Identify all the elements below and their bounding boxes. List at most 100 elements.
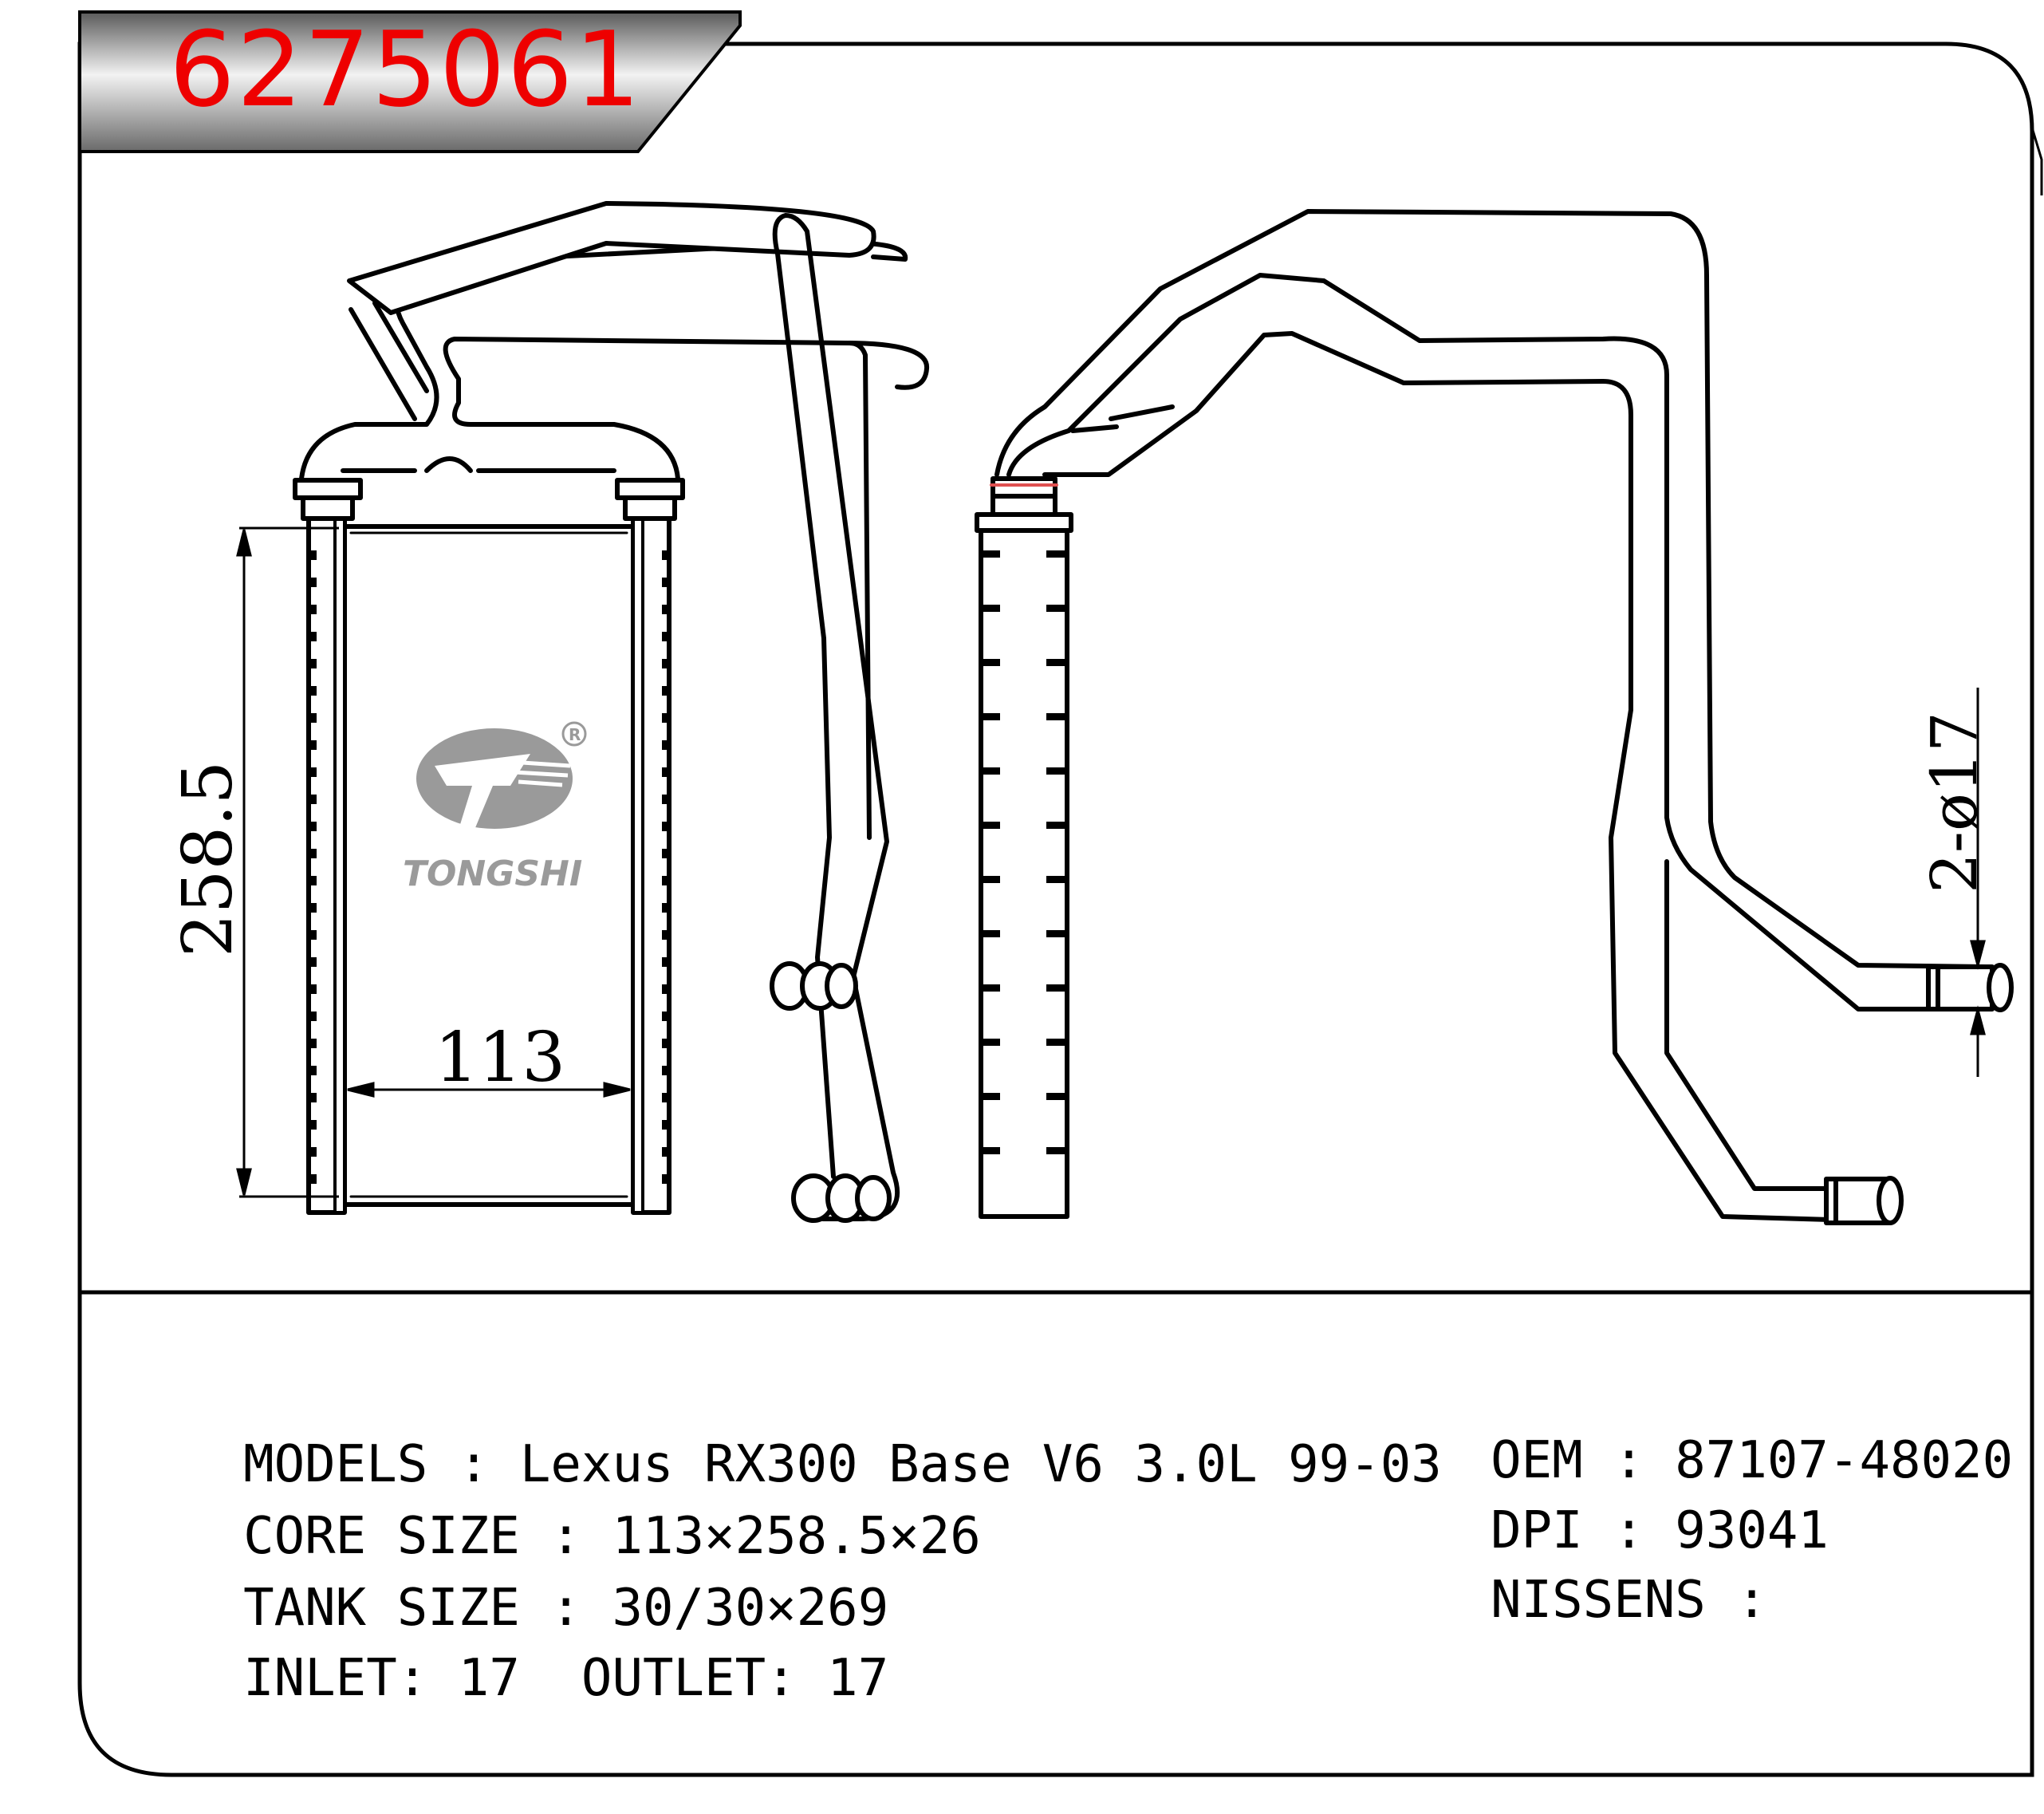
tank-notch — [310, 767, 317, 777]
dpi-label: DPI — [1491, 1501, 1583, 1560]
side-pipe — [772, 213, 900, 1221]
side-pipe-inner — [1042, 331, 1869, 1223]
oem-value: 87107-48020 — [1675, 1431, 2014, 1490]
spec-dpi: DPI : 93041 — [1429, 1454, 1829, 1556]
front-crossover-bar — [347, 201, 876, 315]
tank-notch — [310, 903, 317, 913]
tube-diameter-label: 2-ø17 — [1917, 712, 1991, 893]
registered-mark-icon — [561, 721, 587, 747]
side-tank-notch — [983, 767, 1000, 775]
side-tank-notch — [983, 876, 1000, 883]
header-bar — [78, 10, 742, 153]
side-tank-notch — [983, 930, 1000, 937]
side-pipe-middle — [1006, 273, 1988, 1012]
side-tank-notch — [983, 1147, 1000, 1154]
tank-notch — [310, 605, 317, 614]
tank-notch — [662, 957, 668, 967]
side-tank-notch — [983, 659, 1000, 666]
heater-core-front-view — [293, 201, 930, 1223]
tank-notch — [310, 930, 317, 940]
tank-notch — [662, 632, 668, 641]
svg-text:R: R — [569, 725, 581, 744]
tank-notch — [310, 1066, 317, 1075]
tank-notch — [310, 849, 317, 858]
spec-inlet-outlet: INLET: 17 OUTLET: 17 — [182, 1602, 888, 1704]
spec-nissens: NISSENS : — [1429, 1524, 1798, 1626]
tank-notch — [310, 713, 317, 723]
spec-tank-size: TANK SIZE : 30/30×269 — [182, 1532, 888, 1634]
heater-core-side-view — [975, 209, 2014, 1225]
tank-notch — [310, 1174, 317, 1184]
tube-diameter-dimension — [1970, 688, 1986, 1077]
part-number: 6275061 — [169, 9, 642, 130]
spec-models: MODELS : Lexus RX300 Base V6 3.0L 99-03 — [182, 1388, 1442, 1490]
inlet-label: INLET — [243, 1649, 397, 1708]
height-dimension-label: 258.5 — [168, 761, 248, 957]
tank-notch — [662, 767, 668, 777]
tank-notch — [662, 605, 668, 614]
front-pipe-inner — [443, 337, 930, 481]
tank-notch — [310, 1039, 317, 1048]
outlet-sep: : — [766, 1649, 828, 1708]
inlet-value: 17 — [458, 1649, 520, 1708]
oem-label: OEM — [1491, 1431, 1583, 1490]
tank-notch — [662, 876, 668, 885]
nissens-label: NISSENS — [1491, 1571, 1706, 1630]
logo-text: TONGSHI — [403, 854, 582, 894]
tank-notch — [662, 686, 668, 696]
tank-notch — [662, 822, 668, 831]
models-value: Lexus RX300 Base V6 3.0L 99-03 — [519, 1435, 1442, 1494]
tank-notch — [310, 578, 317, 587]
width-dimension — [347, 1082, 631, 1098]
side-tank-notch — [1046, 822, 1065, 829]
side-tank-notch — [1046, 713, 1065, 720]
outlet-value: 17 — [827, 1649, 889, 1708]
side-tank-notch — [1046, 984, 1065, 992]
spec-oem: OEM : 87107-48020 — [1429, 1384, 2013, 1486]
tank-notch — [662, 1012, 668, 1021]
inlet-sep: : — [396, 1649, 459, 1708]
tank-notch — [310, 795, 317, 804]
tongshi-logo: R TONGSHI — [403, 721, 587, 894]
side-core — [979, 528, 1069, 1219]
tank-notch — [662, 1147, 668, 1157]
side-tank-notch — [1046, 605, 1065, 612]
tank-notch — [310, 686, 317, 696]
dpi-sep: : — [1582, 1501, 1676, 1560]
oem-sep: : — [1582, 1431, 1676, 1490]
tank-notch — [310, 1147, 317, 1157]
sheet-frame — [77, 41, 2034, 1777]
side-tank-notch — [1046, 1093, 1065, 1100]
side-tank-notch — [1046, 550, 1065, 558]
inlet-outlet-gap — [520, 1649, 581, 1708]
tank-notch — [662, 984, 668, 994]
height-dimension — [236, 526, 339, 1198]
tank-notch — [310, 957, 317, 967]
tank-notch — [310, 876, 317, 885]
tank-notch — [310, 550, 317, 560]
tank-notch — [310, 1093, 317, 1102]
tank-size-value: 30/30×269 — [612, 1579, 889, 1638]
side-pipe-outer — [994, 209, 1988, 969]
side-tank-notch — [1046, 659, 1065, 666]
tank-notch — [310, 632, 317, 641]
side-tank-notch — [983, 984, 1000, 992]
tank-notch — [662, 550, 668, 560]
tank-notch — [662, 713, 668, 723]
spec-core-size: CORE SIZE : 113×258.5×26 — [182, 1460, 981, 1562]
tank-notch — [662, 1120, 668, 1130]
tank-notch — [310, 1012, 317, 1021]
side-tank-notch — [983, 550, 1000, 558]
side-tank-notch — [983, 822, 1000, 829]
nissens-sep: : — [1705, 1571, 1798, 1630]
side-tank-notch — [1046, 876, 1065, 883]
outlet-label: OUTLET — [581, 1649, 766, 1708]
side-tank-notch — [983, 605, 1000, 612]
tank-notch — [310, 1120, 317, 1130]
tank-notch — [662, 1039, 668, 1048]
tank-notch — [662, 1093, 668, 1102]
tank-notch — [662, 578, 668, 587]
tank-notch — [662, 659, 668, 668]
core-size-value: 113×258.5×26 — [612, 1507, 981, 1566]
